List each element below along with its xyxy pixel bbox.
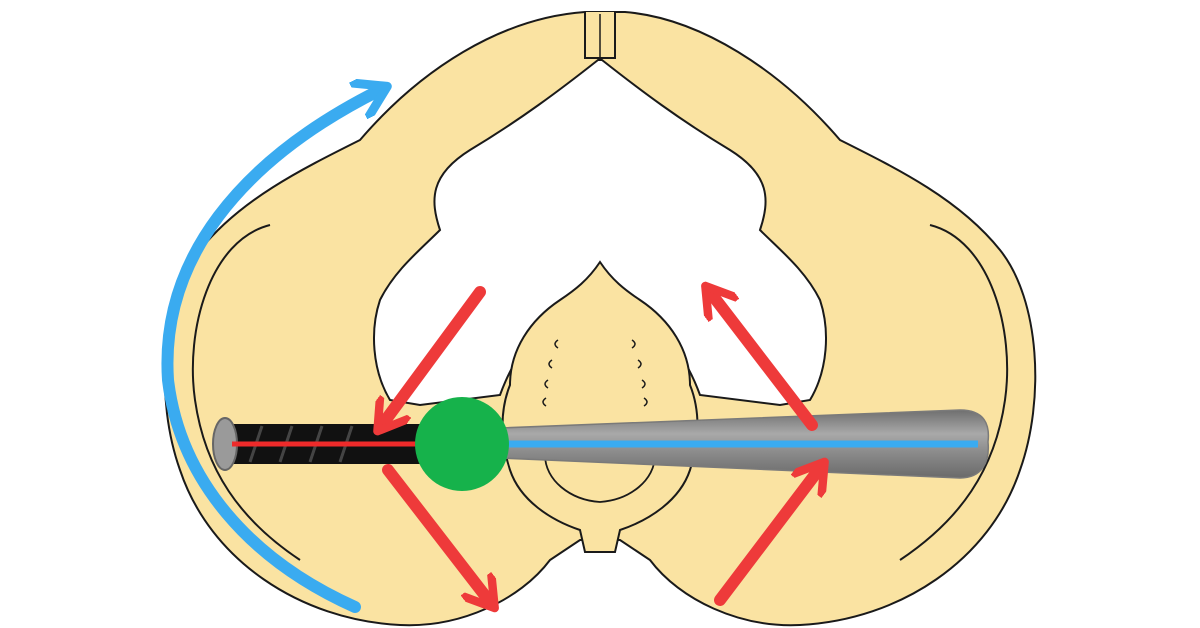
force-arrow-upper-left <box>382 286 486 425</box>
force-arrow-lower-right <box>714 468 820 606</box>
sacral-foramina <box>542 339 648 407</box>
sacrum <box>501 260 699 553</box>
force-arrow-upper-right <box>710 292 818 431</box>
rotation-arrow <box>161 90 380 613</box>
right-ilium-contour <box>899 224 1009 561</box>
force-arrow-lower-left <box>382 464 490 602</box>
grip-point <box>415 397 509 491</box>
left-ilium-contour <box>191 224 301 561</box>
